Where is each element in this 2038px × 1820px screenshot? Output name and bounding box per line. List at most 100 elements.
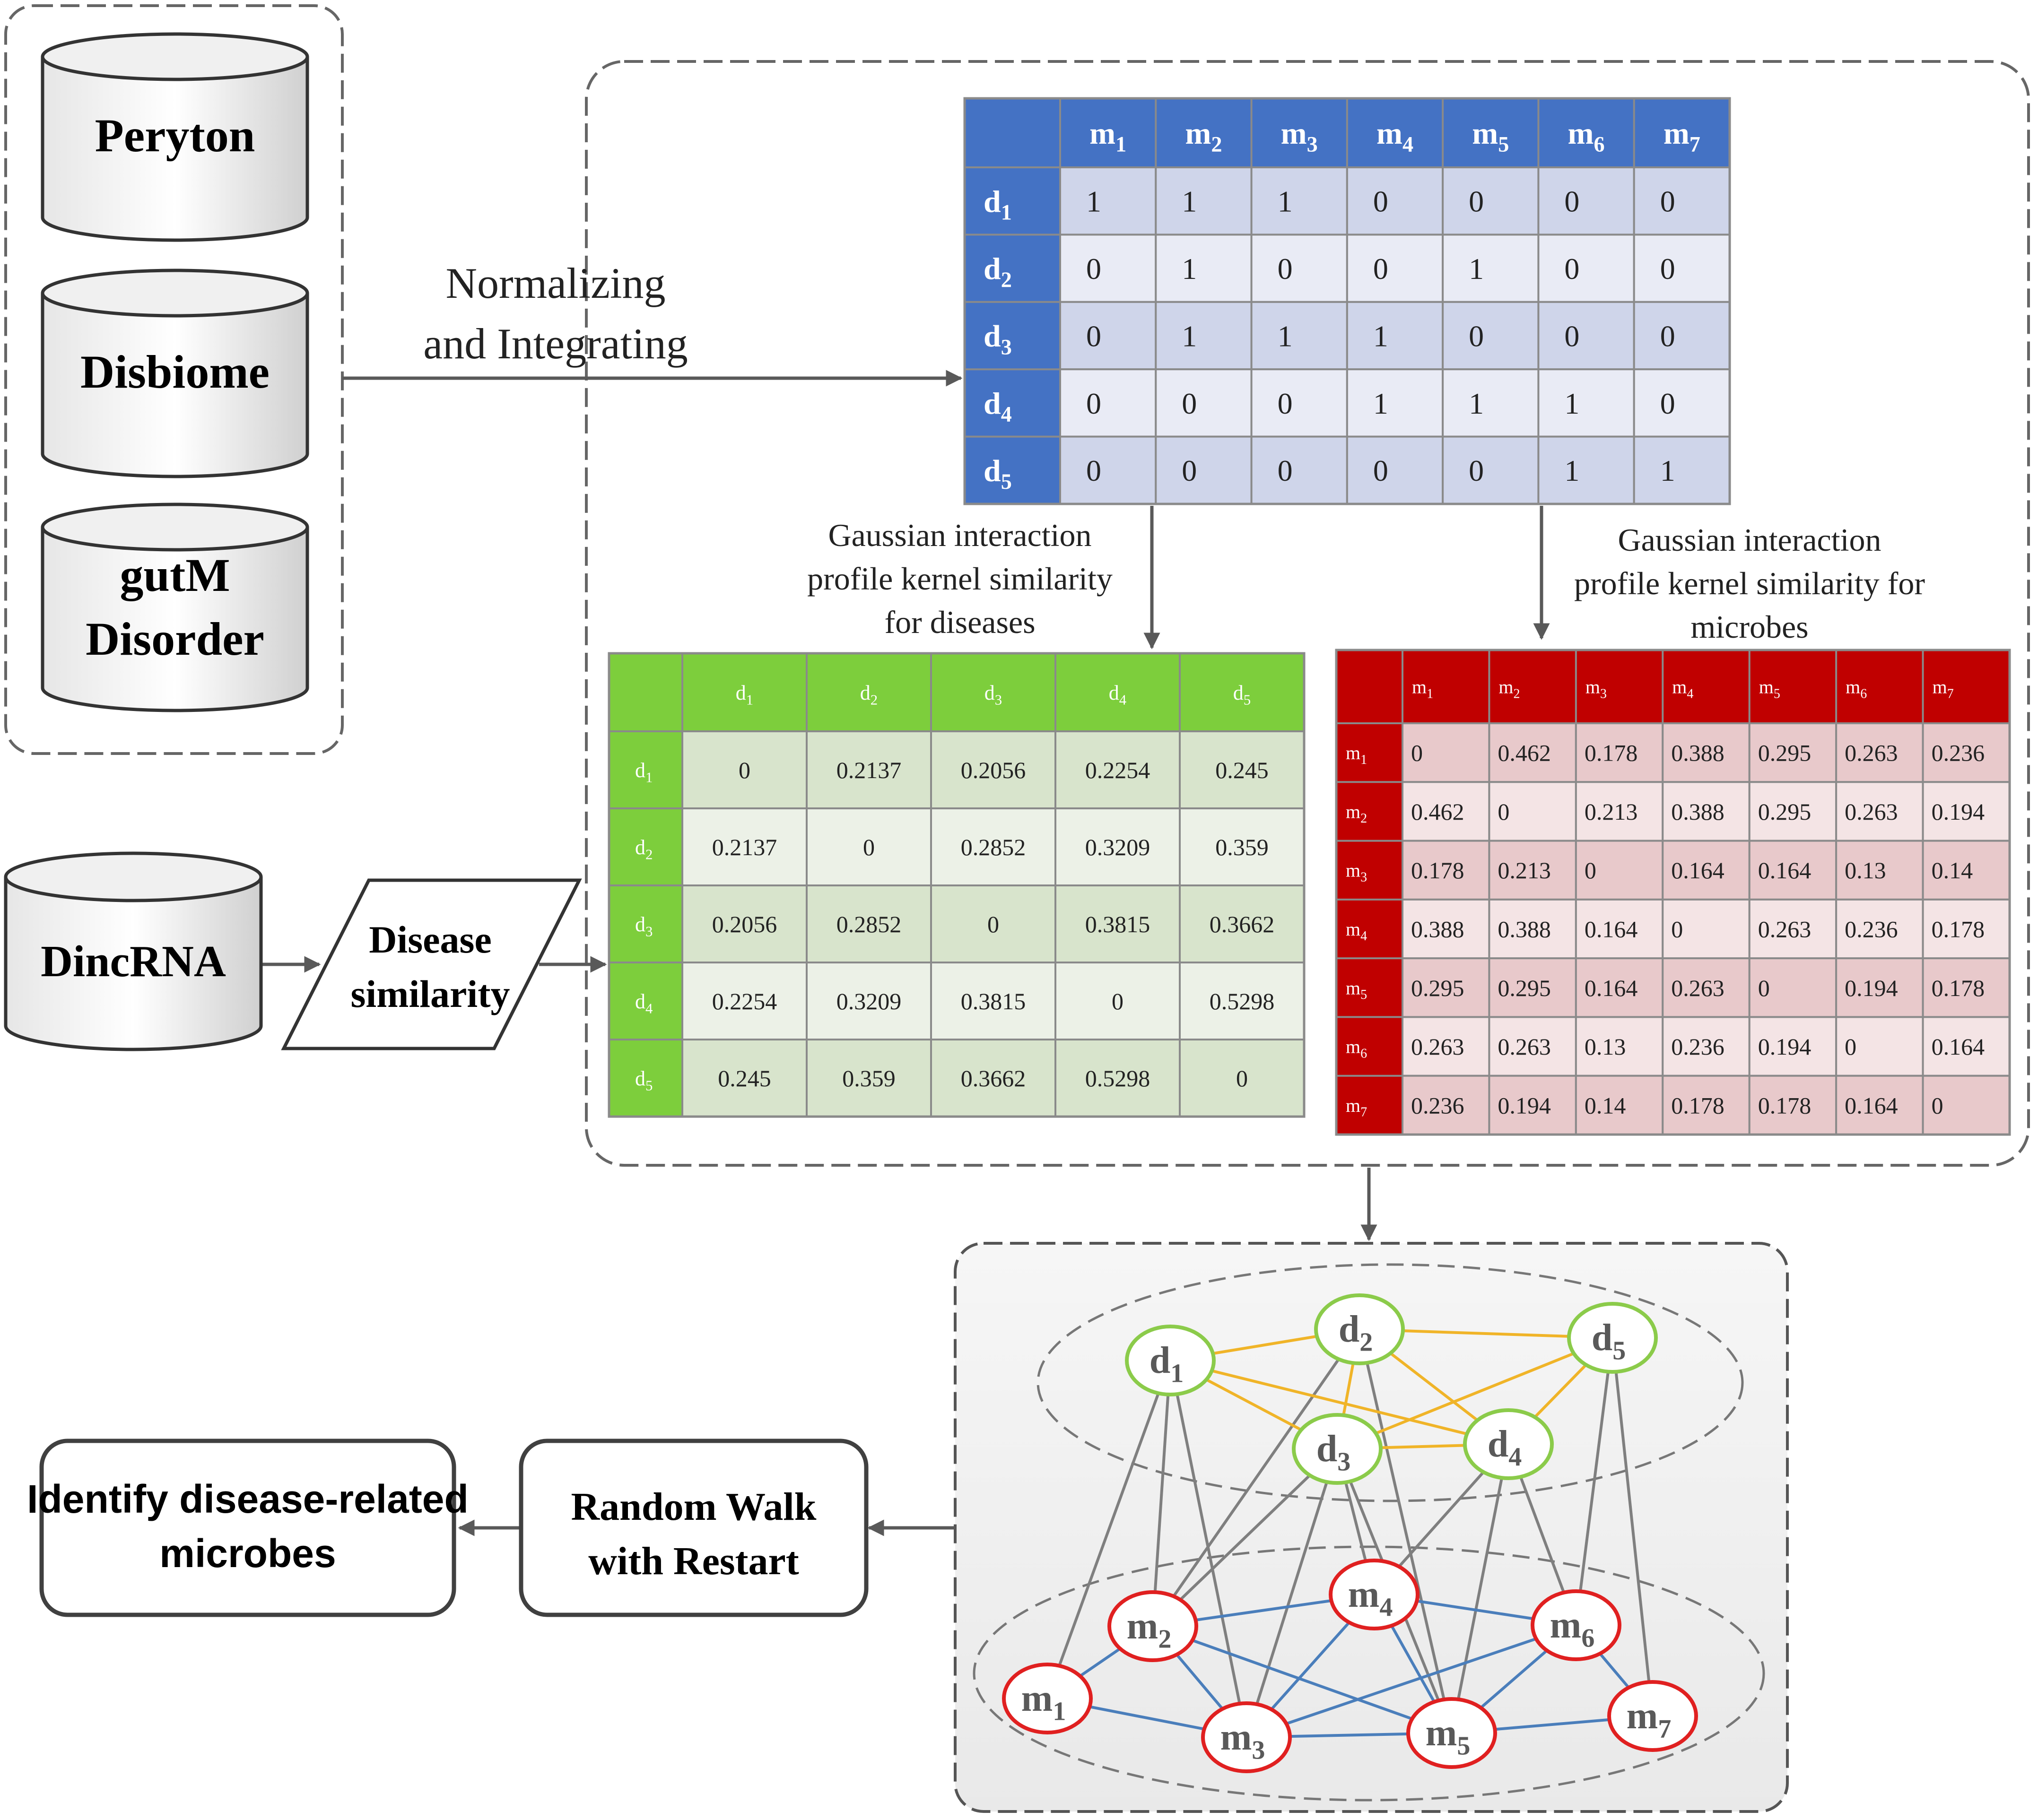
matrix-cell-bg [1662,722,1751,783]
matrix-cell: 0.236 [1671,1033,1724,1060]
node-label: d4 [1488,1423,1522,1472]
matrix-cell: 0 [1660,185,1675,218]
matrix-col-label: d1 [736,681,753,708]
matrix-cell: 0.388 [1671,798,1724,825]
matrix-col-label: m4 [1672,676,1693,702]
matrix-cell: 0.194 [1498,1092,1551,1118]
matrix-cell-bg [1250,234,1348,303]
matrix-cell: 0 [1469,319,1484,353]
matrix-cell-bg [1250,166,1348,236]
matrix-cell-bg [681,807,808,886]
matrix-cell: 0.178 [1585,740,1638,766]
matrix-cell: 1 [1182,252,1197,286]
edge-d2-m5 [1358,1329,1453,1733]
matrix-cell: 0.164 [1932,1033,1985,1060]
edge-m2-m5 [1152,1625,1453,1734]
matrix-cell: 0.263 [1411,1033,1464,1060]
matrix-col-label: m7 [1663,116,1700,156]
node-m7: m7 [1607,1680,1698,1752]
matrix-cell: 0 [1469,454,1484,487]
matrix-cell: 0.13 [1585,1033,1626,1060]
matrix-cell: 0.164 [1585,975,1638,1001]
matrix-cell-bg [1179,962,1305,1040]
matrix-cell: 0.3209 [1085,834,1150,860]
matrix-cell: 0.164 [1845,1092,1898,1118]
matrix-cell-bg [1662,1016,1751,1077]
database-cylinder-1: Peryton [41,32,309,242]
node-m5: m5 [1406,1697,1497,1769]
matrix-cell: 0 [739,757,750,783]
matrix-col-label: d2 [860,681,878,708]
matrix-cell-bg [1575,840,1664,901]
edge-d1-m3 [1169,1360,1248,1738]
matrix-cell-bg [1155,301,1253,371]
matrix-cell: 0 [1564,185,1579,218]
matrix-cell-bg [1179,1039,1305,1118]
matrix-cell: 0 [863,834,875,860]
matrix-row-label: m6 [1346,1036,1367,1061]
matrix-cell: 0.178 [1932,916,1985,943]
matrix-cell: 0 [1086,252,1101,286]
matrix-cell-bg [1488,898,1577,960]
matrix-cell: 1 [1564,454,1579,487]
dincrna-label: DincRNA [41,937,226,986]
matrix-col-label: m6 [1846,676,1867,702]
matrix-cell-bg [1402,898,1490,960]
matrix-cell-bg [1402,957,1490,1018]
matrix-cell-bg [1633,301,1731,371]
matrix-cell-bg [1059,166,1157,236]
matrix-cell-bg [1633,234,1731,303]
node-d5: d5 [1567,1302,1658,1374]
matrix-cell: 0 [1932,1092,1943,1118]
matrix-cell: 0.2056 [961,757,1026,783]
matrix-row-label: d1 [635,759,653,786]
matrix-cell: 0 [1564,319,1579,353]
matrix-cell: 1 [1373,387,1388,420]
matrix-cell-bg [1488,722,1577,783]
matrix-cell: 0.295 [1758,798,1812,825]
matrix-row-label: d5 [635,1067,653,1094]
matrix-cell: 0 [1236,1065,1248,1092]
node-d1: d1 [1125,1325,1216,1396]
node-m4: m4 [1329,1559,1420,1630]
matrix-cell: 0 [1660,387,1675,420]
node-d3: d3 [1292,1413,1383,1485]
database-label: Disbiome [80,346,270,398]
matrix-cell: 0.245 [718,1065,771,1092]
matrix-cell-bg [1835,898,1924,960]
node-d2: d2 [1314,1293,1405,1365]
matrix-cell-bg [1402,1016,1490,1077]
matrix-cell: 0 [1845,1033,1856,1060]
edge-d1-d4 [1170,1359,1509,1446]
matrix-cell-bg [1054,730,1181,809]
matrix-cell: 0 [1411,740,1423,766]
matrix-cell-bg [1442,301,1540,371]
matrix-row-label: d3 [984,319,1012,359]
matrix-cell: 1 [1469,252,1484,286]
matrix-cell: 0.194 [1932,798,1985,825]
matrix-cell: 0 [1373,185,1388,218]
matrix-cell-bg [1179,730,1305,809]
matrix-cell: 0 [1278,454,1293,487]
edge-d3-d5 [1336,1336,1613,1450]
matrix-cell: 0.3209 [836,988,902,1014]
matrix-cell-bg [1346,234,1444,303]
matrix-cell-bg [1346,435,1444,505]
matrix-cell-bg [1250,301,1348,371]
matrix-cell-bg [1835,1016,1924,1077]
node-d4: d4 [1463,1408,1554,1480]
matrix-cell: 0.2852 [961,834,1026,860]
node-label: m5 [1426,1712,1471,1761]
node-label: d5 [1592,1317,1626,1366]
database-label: Peryton [95,109,255,162]
matrix-col-label: m2 [1185,116,1222,156]
node-label: m7 [1627,1695,1672,1744]
matrix-cell: 0 [1086,387,1101,420]
